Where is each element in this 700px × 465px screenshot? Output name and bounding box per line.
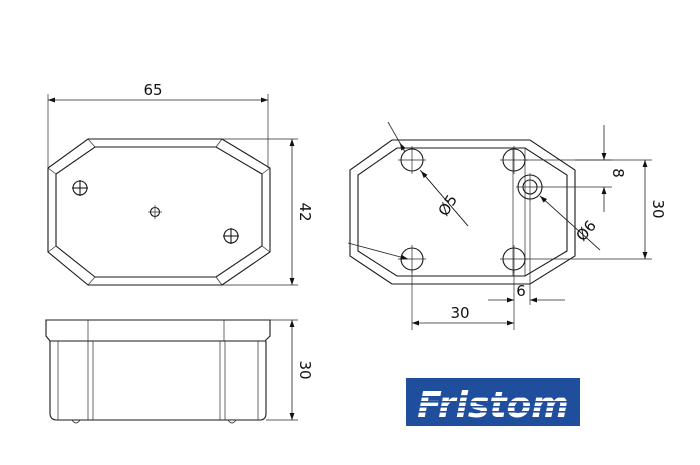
mounting-hole-bottom-left-icon xyxy=(398,245,426,273)
center-hole-icon xyxy=(148,205,162,219)
hole-diameter-6-label: Ø6 xyxy=(572,217,600,245)
top-view: 65 42 xyxy=(47,81,314,286)
dimension-depth-label: 30 xyxy=(296,360,314,379)
dimension-30-horizontal-label: 30 xyxy=(450,304,469,322)
side-view-body xyxy=(49,341,267,421)
side-view: 30 xyxy=(45,319,314,424)
side-view-lid xyxy=(45,319,271,342)
mounting-hole-bottom-right-icon xyxy=(500,245,528,273)
screw-right-icon xyxy=(223,228,239,244)
logo-text: Fristom xyxy=(417,385,569,426)
bottom-view: Ø5 Ø6 8 30 6 30 xyxy=(347,121,667,330)
bottom-view-inner-outline xyxy=(357,147,568,277)
fristom-logo: Fristom xyxy=(406,378,580,426)
bottom-view-outer-outline xyxy=(349,139,576,285)
dimension-8-label: 8 xyxy=(609,168,627,178)
dimension-30-vertical-label: 30 xyxy=(649,199,667,218)
cable-hole-icon xyxy=(516,173,544,201)
hole-diameter-5-label: Ø5 xyxy=(434,192,461,220)
dimension-width-label: 65 xyxy=(143,81,162,99)
dimension-6-label: 6 xyxy=(516,282,526,300)
dimension-height-label: 42 xyxy=(296,202,314,221)
screw-left-icon xyxy=(72,180,88,196)
mounting-hole-top-left-icon xyxy=(398,146,426,174)
mounting-hole-top-right-icon xyxy=(500,146,528,174)
